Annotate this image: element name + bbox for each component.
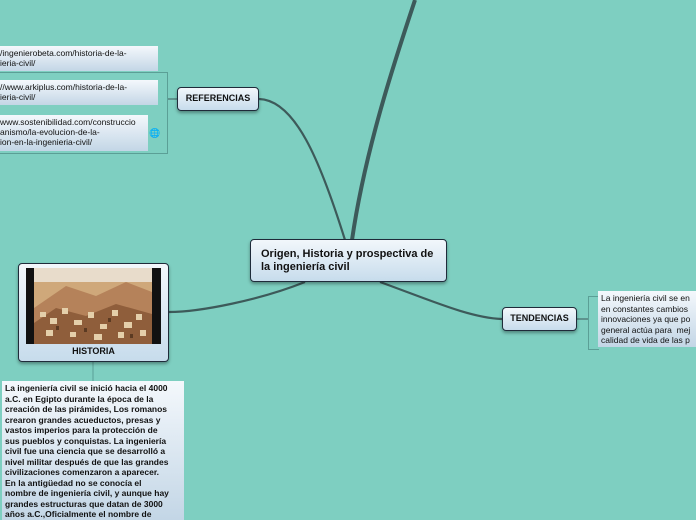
tendencias-line: calidad de vida de las p (601, 335, 690, 345)
central-topic[interactable]: Origen, Historia y prospectiva de la ing… (250, 239, 447, 282)
historia-line: años a.C.,Oficialmente el nombre de (5, 509, 151, 519)
tendencias-line: La ingeniería civil se en (601, 293, 690, 303)
historia-line: En la antigüedad no se conocía el (5, 478, 142, 488)
historia-line: grandes estructuras que datan de 3000 (5, 499, 163, 509)
tendencias-line: innovaciones ya que po (601, 314, 690, 324)
link-line: /ingenierobeta.com/historia-de-la- (0, 48, 127, 58)
connector-historia (169, 282, 305, 312)
historia-line: sus pueblos y conquistas. La ingeniería (5, 436, 166, 446)
tendencias-label: TENDENCIAS (510, 313, 569, 323)
historia-image (26, 268, 161, 344)
reference-link-3[interactable]: www.sostenibilidad.com/construccio anism… (0, 115, 148, 151)
central-title-line1: Origen, Historia y prospectiva de (261, 248, 436, 261)
historia-line: creación de las pirámides, Los romanos (5, 404, 167, 414)
globe-icon[interactable]: 🌐 (149, 128, 160, 139)
tendencias-line: en constantes cambios (601, 304, 688, 314)
historia-line: civil fue una ciencia que se desarrolló … (5, 446, 165, 456)
tendencias-text: La ingeniería civil se en en constantes … (598, 291, 696, 347)
historia-line: nombre de ingeniería civil, y aunque hay (5, 488, 169, 498)
connector-top (352, 0, 415, 240)
historia-text: La ingeniería civil se inició hacia el 4… (2, 381, 184, 520)
historia-line: a.C. en Egipto durante la época de la (5, 394, 153, 404)
referencias-label: REFERENCIAS (186, 93, 251, 103)
link-line: //www.arkiplus.com/historia-de-la- (0, 82, 127, 92)
historia-line: vastos imperios para la protección de (5, 425, 158, 435)
historia-label: HISTORIA (19, 346, 168, 356)
connector-referencias (259, 99, 345, 240)
link-line: ieria-civil/ (0, 92, 35, 102)
reference-link-2[interactable]: //www.arkiplus.com/historia-de-la- ieria… (0, 80, 158, 105)
historia-line: crearon grandes acueductos, presas y (5, 415, 160, 425)
tendencias-line: general actúa para mej (601, 325, 690, 335)
link-line: anismo/la-evolucion-de-la- (0, 127, 100, 137)
link-line: ieria-civil/ (0, 58, 35, 68)
historia-line: nivel militar después de que las grandes (5, 457, 168, 467)
central-title-line2: la ingeniería civil (261, 261, 436, 274)
connector-tendencias (380, 282, 502, 319)
historia-node[interactable]: HISTORIA (18, 263, 169, 362)
referencias-node[interactable]: REFERENCIAS (177, 87, 259, 111)
reference-link-1[interactable]: /ingenierobeta.com/historia-de-la- ieria… (0, 46, 158, 71)
tendencias-node[interactable]: TENDENCIAS (502, 307, 577, 331)
link-line: ion-en-la-ingenieria-civil/ (0, 137, 92, 147)
historia-line: La ingeniería civil se inició hacia el 4… (5, 383, 168, 393)
link-line: www.sostenibilidad.com/construccio (0, 117, 136, 127)
historia-line: civilizaciones comenzaron a aparecer. (5, 467, 159, 477)
